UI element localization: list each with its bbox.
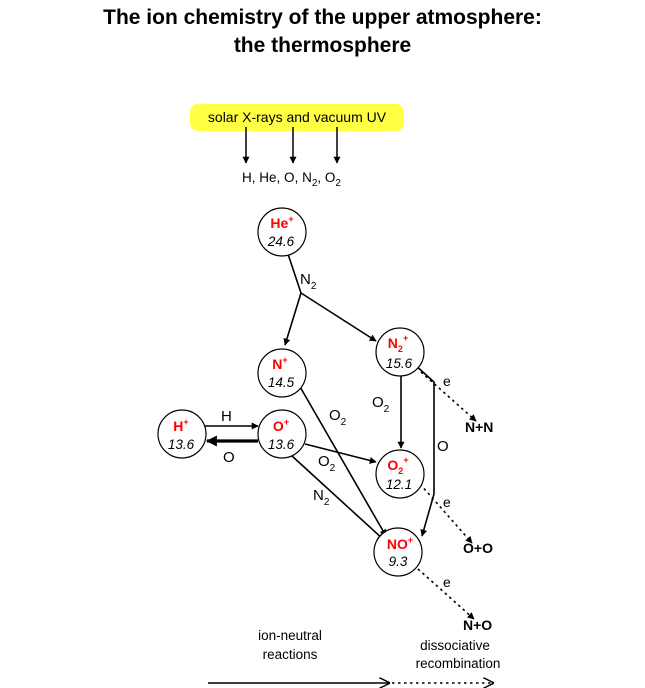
no-recombination-electron: e: [443, 574, 451, 590]
n2-ion-name: N2+: [388, 333, 408, 354]
arrow-o-ion-to-o2-ion: [304, 443, 377, 464]
legend-dotted-label-line-1: dissociative: [420, 638, 490, 653]
figure-title-line-2: the thermosphere: [233, 34, 412, 57]
recombination-arrow-n2: [420, 371, 477, 422]
arrow-n-ion-to-no-ion: [298, 384, 387, 537]
recombination-arrow-o2: [419, 483, 473, 544]
o-o2-reactant: O2: [318, 453, 336, 474]
n-ion-name: N+: [272, 355, 287, 372]
o2-ion-potential: 12.1: [386, 477, 412, 492]
n-o2-reactant: O2: [329, 407, 347, 428]
o-ion-circle: [257, 409, 307, 459]
o2-recombination-electron: e: [443, 494, 451, 510]
o2-recombination-products: O+O: [463, 540, 493, 556]
he-ion-name: He+: [270, 214, 293, 231]
h-ion-circle: [157, 409, 207, 459]
no-ion-circle: [373, 527, 423, 577]
legend-solid-label-line-1: ion-neutral: [258, 628, 322, 643]
ion-neutral-reaction-arrows: [205, 253, 435, 541]
ion-circles: [157, 207, 425, 577]
legend-dotted-label-line-2: recombination: [416, 656, 501, 671]
he-ion-potential: 24.6: [267, 234, 295, 249]
no-ion-potential: 9.3: [389, 554, 408, 569]
o-to-h-reactant: O: [223, 449, 235, 466]
o-ion-potential: 13.6: [268, 437, 295, 452]
figure-title-line-1: The ion chemistry of the upper atmospher…: [103, 6, 542, 29]
n2-o-reactant: O: [437, 438, 449, 455]
ionization-arrows: [242, 127, 341, 164]
h-ion-potential: 13.6: [168, 437, 195, 452]
solar-source-box: [190, 104, 404, 131]
recombination-arrows: [417, 371, 477, 620]
he-trunk-line: [287, 253, 302, 294]
n2-ion-circle: [375, 327, 425, 377]
h-to-o-reactant: H: [221, 408, 232, 425]
no-recombination-products: N+O: [463, 617, 492, 633]
o-ion-name: O+: [273, 417, 289, 434]
recombination-arrow-no: [417, 568, 475, 620]
arrow-he-to-n-ion: [283, 292, 302, 346]
arrow-he-to-n2-ion: [300, 292, 377, 342]
n-ion-circle: [257, 348, 307, 398]
legend-solid-label-line-2: reactions: [263, 647, 318, 662]
arrow-o-ion-to-no-ion: [291, 455, 385, 541]
h-ion-name: H+: [173, 417, 188, 434]
n2-ion-potential: 15.6: [386, 356, 413, 371]
n2-recombination-electron: e: [443, 373, 451, 389]
n2-o2-reactant: O2: [372, 394, 390, 415]
n-ion-potential: 14.5: [268, 375, 295, 390]
he-n2-reactant: N2: [300, 271, 317, 292]
neutral-species: H, He, O, N2, O2: [242, 170, 341, 189]
o2-ion-circle: [375, 449, 425, 499]
no-ion-name: NO+: [387, 535, 413, 552]
solar-source-label: solar X-rays and vacuum UV: [208, 109, 387, 125]
n2-recombination-products: N+N: [465, 419, 493, 435]
arrow-n2-ion-to-no-ion: [413, 363, 435, 537]
o-n2-reactant: N2: [313, 487, 330, 508]
o2-ion-name: O2+: [387, 455, 408, 476]
he-ion-circle: [257, 207, 307, 257]
